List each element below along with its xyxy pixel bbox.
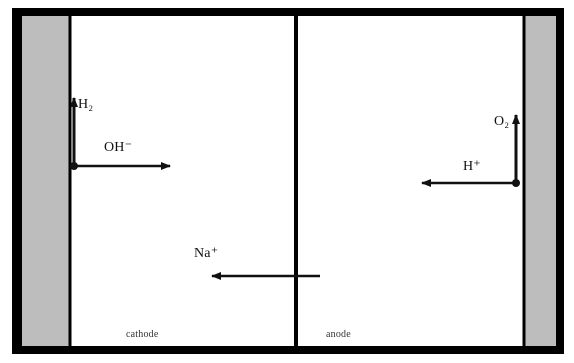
na-label: Na⁺ bbox=[194, 246, 219, 261]
oh-label: OH⁻ bbox=[104, 140, 133, 155]
left-chamber-label: cathode bbox=[126, 329, 159, 340]
left-electrode bbox=[22, 16, 70, 346]
right-electrode bbox=[524, 16, 556, 346]
right-chamber-label: anode bbox=[326, 329, 351, 340]
h-label: H⁺ bbox=[463, 159, 481, 174]
o2-label: O₂ bbox=[494, 114, 510, 129]
h2-label: H₂ bbox=[78, 97, 94, 112]
